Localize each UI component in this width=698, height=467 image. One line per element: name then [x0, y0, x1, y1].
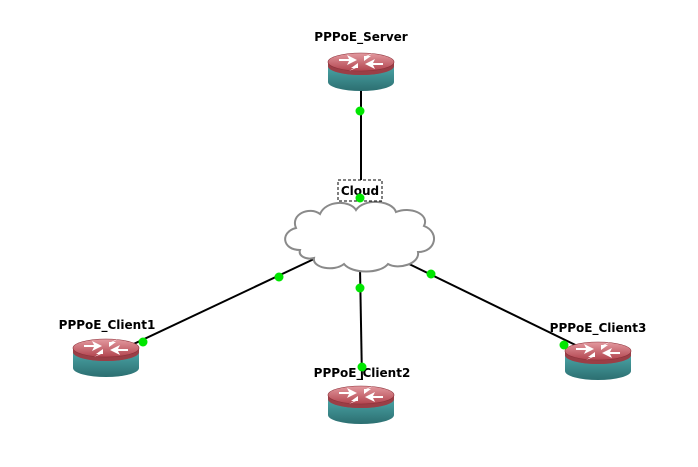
cloud-label: Cloud [341, 184, 379, 198]
link-cloud-client3[interactable] [404, 261, 599, 357]
router-icon [327, 385, 395, 425]
port-indicator [274, 272, 284, 282]
router-icon [564, 341, 632, 381]
port-indicator [559, 340, 569, 350]
port-indicator [355, 106, 365, 116]
node-pppoe-client3[interactable]: PPPoE_Client3 [550, 321, 647, 381]
port-indicator [355, 283, 365, 293]
client1-label: PPPoE_Client1 [59, 318, 156, 333]
cloud-icon [284, 201, 435, 273]
port-indicator [355, 193, 365, 203]
server-label: PPPoE_Server [314, 30, 407, 45]
node-pppoe-client1[interactable]: PPPoE_Client1 [59, 318, 156, 378]
node-pppoe-client2[interactable]: PPPoE_Client2 [314, 366, 411, 425]
cloud-node[interactable]: Cloud [284, 179, 435, 273]
link-cloud-client1[interactable] [105, 258, 315, 358]
client3-label: PPPoE_Client3 [550, 321, 647, 336]
router-icon [327, 52, 395, 92]
router-icon [72, 338, 140, 378]
client2-label: PPPoE_Client2 [314, 366, 411, 381]
node-pppoe-server[interactable]: PPPoE_Server [314, 30, 408, 92]
port-indicator [357, 362, 367, 372]
port-indicator [426, 269, 436, 279]
port-indicator [138, 337, 148, 347]
